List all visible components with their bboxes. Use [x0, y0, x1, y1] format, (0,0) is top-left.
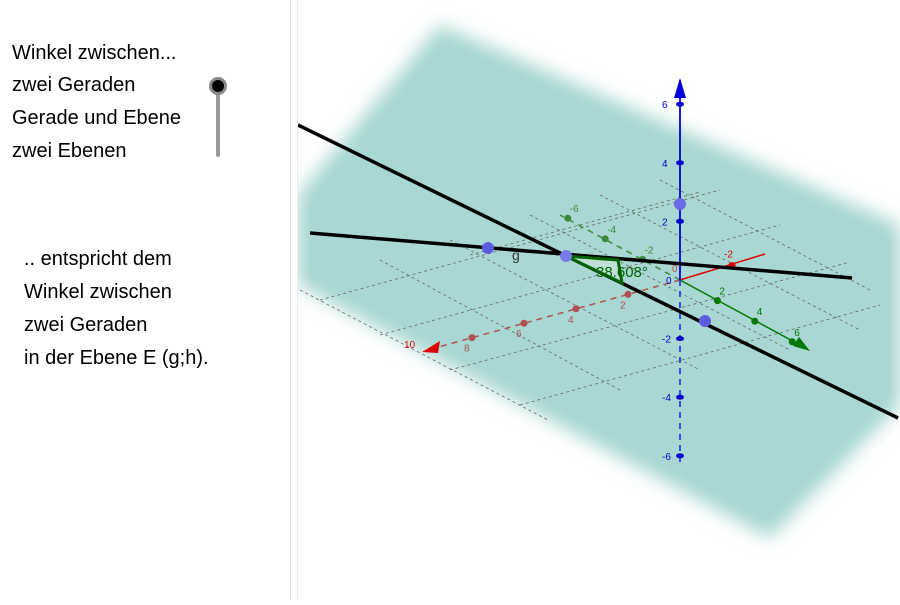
selection-slider[interactable]: [209, 77, 227, 159]
option-zwei-ebenen[interactable]: zwei Ebenen: [12, 140, 127, 162]
z-axis-tick-label: 6: [662, 100, 668, 111]
x-axis-tick-label: 0: [672, 264, 678, 275]
left-panel: Winkel zwischen... zwei Geraden Gerade u…: [0, 0, 290, 600]
point[interactable]: [560, 250, 572, 262]
x-axis-tick-label: 10: [404, 340, 416, 351]
explanation-line-2: Winkel zwischen: [24, 281, 172, 303]
x-axis-tick-label: 6: [516, 329, 522, 340]
explanation-line-4: in der Ebene E (g;h).: [24, 347, 209, 369]
z-axis-tick: [676, 394, 684, 400]
x-axis-tick-label: 4: [568, 315, 574, 326]
x-axis-arrow-icon: [422, 341, 440, 353]
z-axis-tick: [676, 453, 684, 459]
point[interactable]: [482, 242, 494, 254]
y-axis-tick-label: -2: [645, 245, 654, 256]
option-zwei-geraden[interactable]: zwei Geraden: [12, 74, 136, 96]
z-axis-tick: [676, 160, 684, 166]
explanation-line-1: .. entspricht dem: [24, 248, 172, 270]
x-axis-tick: [468, 334, 476, 342]
y-axis-tick-label: -4: [607, 225, 616, 236]
point[interactable]: [699, 315, 711, 327]
menu-title: Winkel zwischen...: [12, 42, 177, 64]
explanation-line-3: zwei Geraden: [24, 314, 148, 336]
z-axis-tick-label: -2: [662, 335, 671, 346]
plane-e-core: [310, 45, 890, 520]
graphics-3d-view[interactable]: 6 4 2 0 -2 -4 -6 -2 0 2 4 6 8 10 -6 -4 -2 2 4 6 38.608° g: [297, 0, 900, 600]
x-axis-tick-label: 8: [464, 344, 470, 355]
angle-wedge[interactable]: [565, 254, 624, 286]
option-gerade-und-ebene[interactable]: Gerade und Ebene: [12, 107, 182, 129]
y-axis-tick: [713, 297, 721, 305]
line-g-label: g: [512, 247, 520, 263]
point[interactable]: [674, 198, 686, 210]
x-axis-tick-label: 2: [620, 300, 626, 311]
y-axis-tick: [788, 338, 796, 346]
y-axis-tick: [601, 235, 609, 243]
z-axis-tick-label: 2: [662, 217, 668, 228]
x-axis-tick: [624, 290, 632, 298]
z-axis-tick-label: 4: [662, 159, 668, 170]
grid: [299, 179, 881, 421]
y-axis-tick-label: 2: [719, 287, 725, 298]
panel-divider[interactable]: [290, 0, 298, 600]
angle-label: 38.608°: [596, 264, 648, 281]
z-axis-tick-label: 0: [666, 276, 672, 287]
x-axis-tick-label: -2: [724, 250, 733, 261]
slider-track[interactable]: [216, 83, 220, 157]
y-axis-tick: [751, 317, 759, 325]
y-axis-arrow-icon: [793, 337, 810, 351]
z-axis-tick: [676, 336, 684, 342]
y-axis-back: [559, 214, 681, 281]
y-axis-tick-label: 6: [794, 328, 800, 339]
slider-knob[interactable]: [209, 77, 227, 95]
x-axis-tick: [520, 319, 528, 327]
line-g[interactable]: [309, 231, 853, 280]
z-axis-tick: [676, 218, 684, 224]
x-axis-tick: [572, 305, 580, 313]
x-axis-front: [434, 279, 681, 349]
y-axis-tick-label: -6: [570, 204, 579, 215]
y-axis-tick-label: 4: [757, 307, 763, 318]
z-axis-tick: [676, 101, 684, 107]
z-axis-tick-label: -6: [662, 452, 671, 463]
z-axis-arrow-icon: [674, 78, 686, 98]
y-axis-front: [679, 279, 801, 346]
axis-ticks: 6 4 2 0 -2 -4 -6 -2 0 2 4 6 8 10 -6 -4 -2 2 4 6: [404, 100, 800, 463]
z-axis-tick-label: -4: [662, 393, 671, 404]
y-axis-tick: [564, 214, 572, 222]
